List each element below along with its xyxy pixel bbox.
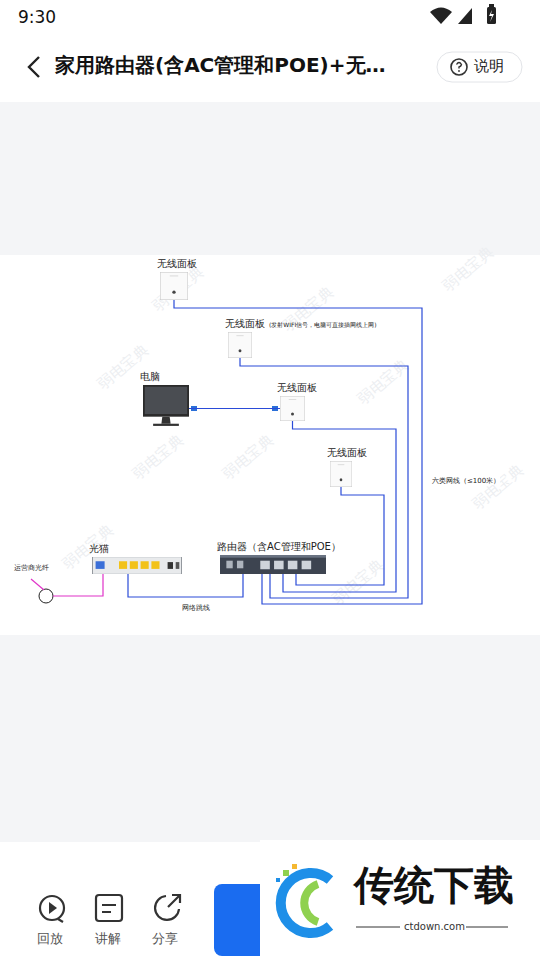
router-node: 路由器（含AC管理和POE） bbox=[220, 555, 326, 574]
watermark: 弱电宝典 bbox=[330, 556, 387, 608]
toolbar-label: 分享 bbox=[152, 932, 178, 947]
node-heading: 路由器（含AC管理和POE） bbox=[217, 541, 341, 552]
device-illustration bbox=[143, 385, 189, 429]
watermark: 弱电宝典 bbox=[355, 356, 412, 408]
node-label-row: 电脑 bbox=[140, 371, 160, 382]
watermark: 弱电宝典 bbox=[470, 461, 527, 513]
edge-label: 网络跳线 bbox=[182, 604, 210, 612]
node-label-row: 无线面板 (发射WIFI信号，电脑可直接插网线上网) bbox=[225, 318, 377, 329]
page-title: 家用路由器(含AC管理和POE)+无… bbox=[55, 54, 386, 77]
node-label-row: 无线面板 bbox=[327, 447, 367, 458]
wireless-panel: 无线面板 bbox=[330, 461, 352, 487]
node-heading: 光猫 bbox=[89, 543, 109, 554]
status-time: 9:30 bbox=[18, 8, 56, 28]
wireless-panel: 无线面板 bbox=[280, 396, 305, 421]
fiber-label: 运营商光纤 bbox=[14, 564, 49, 572]
node-label-row: 光猫 bbox=[89, 543, 109, 554]
modem-node: 光猫 bbox=[92, 557, 182, 574]
computer-node: 电脑 bbox=[143, 385, 189, 429]
watermark: 弱电宝典 bbox=[220, 431, 277, 483]
logo-text: 传统下载 bbox=[354, 862, 514, 908]
logo-url: ctdown.com bbox=[404, 921, 465, 933]
device-illustration bbox=[330, 461, 352, 487]
node-label-row: 无线面板 bbox=[277, 382, 317, 393]
toolbar-label: 回放 bbox=[37, 932, 63, 947]
watermark: 弱电宝典 bbox=[130, 431, 187, 483]
node-label-row: 无线面板 bbox=[157, 258, 197, 269]
node-heading: 无线面板 bbox=[277, 382, 317, 393]
node-heading: 无线面板 bbox=[225, 318, 265, 329]
network-cable bbox=[174, 300, 422, 604]
network-cable bbox=[189, 408, 280, 409]
node-heading: 无线面板 bbox=[157, 258, 197, 269]
device-illustration bbox=[228, 332, 252, 358]
wireless-panel: 无线面板 bbox=[160, 272, 188, 300]
help-button-label: 说明 bbox=[474, 58, 504, 75]
wireless-panel: 无线面板(发射WIFI信号，电脑可直接插网线上网) bbox=[228, 332, 252, 358]
node-label-row: 路由器（含AC管理和POE） bbox=[217, 541, 341, 552]
toolbar-label: 讲解 bbox=[95, 932, 121, 947]
device-illustration bbox=[92, 557, 182, 574]
node-heading: 电脑 bbox=[140, 371, 160, 382]
node-note: (发射WIFI信号，电脑可直接插网线上网) bbox=[269, 322, 377, 329]
device-illustration bbox=[280, 396, 305, 421]
device-illustration bbox=[160, 272, 188, 300]
node-heading: 无线面板 bbox=[327, 447, 367, 458]
device-illustration bbox=[220, 555, 326, 574]
watermark: 弱电宝典 bbox=[440, 243, 497, 295]
network-cable bbox=[128, 574, 243, 597]
cable-label: 六类网线（≤100米） bbox=[432, 477, 500, 485]
